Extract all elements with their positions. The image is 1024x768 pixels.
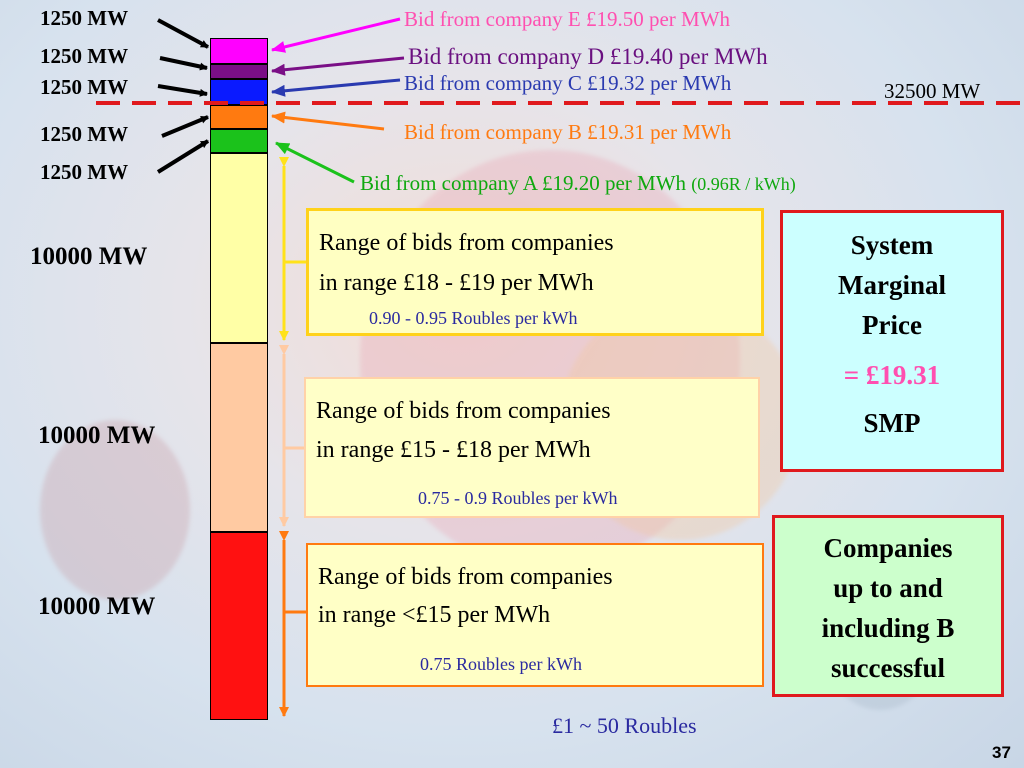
bid-label-a-price: Bid from company A £19.20 per MWh	[360, 171, 687, 195]
smp-box-line1: System	[850, 230, 934, 260]
bar-segment-b	[210, 105, 268, 129]
range-box-upper-line2: in range £18 - £19 per MWh	[319, 270, 594, 296]
mw-label-c: 1250 MW	[40, 75, 129, 99]
mw-label-lower-range: 10000 MW	[38, 593, 156, 620]
range-box-middle-line1: Range of bids from companies	[316, 398, 611, 424]
bid-label-a-roubles: (0.96R / kWh)	[691, 174, 796, 194]
bar-segment-c	[210, 79, 268, 105]
range-box-lower-line2: in range <£15 per MWh	[318, 602, 551, 628]
arrow-bid-a	[275, 141, 355, 184]
bracket-upper-range	[279, 157, 306, 341]
range-box-middle: Range of bids from companies in range £1…	[304, 377, 760, 518]
range-box-upper-roubles: 0.90 - 0.95 Roubles per kWh	[369, 308, 578, 328]
success-box: Companies up to and including B successf…	[772, 515, 1004, 697]
demand-label: 32500 MW	[884, 79, 981, 103]
mw-label-middle-range: 10000 MW	[38, 422, 156, 449]
bid-label-c: Bid from company C £19.32 per MWh	[404, 71, 732, 95]
range-box-upper: Range of bids from companies in range £1…	[306, 208, 764, 336]
success-box-line1: Companies	[823, 533, 953, 563]
smp-box-line2: Marginal	[838, 270, 946, 300]
arrow-label-c	[157, 84, 208, 97]
smp-box-value: = £19.31	[843, 360, 941, 390]
arrow-label-e	[157, 18, 209, 49]
smp-box-line3: Price	[862, 310, 922, 340]
mw-label-upper-range: 10000 MW	[30, 243, 148, 270]
success-box-line2: up to and	[833, 573, 943, 603]
arrow-label-d	[159, 56, 208, 71]
range-box-lower: Range of bids from companies in range <£…	[306, 543, 764, 687]
bid-label-d: Bid from company D £19.40 per MWh	[408, 44, 768, 69]
bracket-middle-range	[279, 345, 304, 527]
arrow-bid-d	[271, 56, 405, 76]
bar-segment-middle-range	[210, 343, 268, 532]
arrow-label-b	[161, 115, 209, 138]
bid-label-b: Bid from company B £19.31 per MWh	[404, 120, 732, 144]
bid-label-a: Bid from company A £19.20 per MWh (0.96R…	[360, 173, 796, 194]
mw-label-a: 1250 MW	[40, 160, 129, 184]
bar-segment-e	[210, 38, 268, 64]
arrow-bid-b	[271, 111, 385, 131]
bar-segment-upper-range	[210, 153, 268, 343]
success-box-line4: successful	[831, 653, 945, 683]
success-box-line3: including B	[821, 613, 955, 643]
range-box-middle-line2: in range £15 - £18 per MWh	[316, 437, 591, 463]
slide-number: 37	[992, 743, 1011, 762]
arrow-bid-e	[271, 17, 401, 53]
arrow-label-a	[156, 139, 210, 174]
exchange-note: £1 ~ 50 Roubles	[552, 713, 697, 738]
mw-label-e: 1250 MW	[40, 6, 129, 30]
range-box-upper-line1: Range of bids from companies	[319, 230, 614, 256]
bracket-lower-range	[279, 531, 306, 717]
bid-label-e: Bid from company E £19.50 per MWh	[404, 7, 731, 31]
mw-label-d: 1250 MW	[40, 44, 129, 68]
bar-segment-lower-range	[210, 532, 268, 720]
mw-label-b: 1250 MW	[40, 122, 129, 146]
range-box-middle-roubles: 0.75 - 0.9 Roubles per kWh	[418, 488, 618, 508]
smp-box-abbr: SMP	[863, 408, 921, 438]
range-box-lower-line1: Range of bids from companies	[318, 564, 613, 590]
bar-segment-a	[210, 129, 268, 153]
bar-segment-d	[210, 64, 268, 79]
range-box-lower-roubles: 0.75 Roubles per kWh	[420, 654, 582, 674]
smp-box: System Marginal Price = £19.31 SMP	[780, 210, 1004, 472]
arrow-bid-c	[271, 78, 401, 97]
background-balloon	[40, 420, 190, 600]
